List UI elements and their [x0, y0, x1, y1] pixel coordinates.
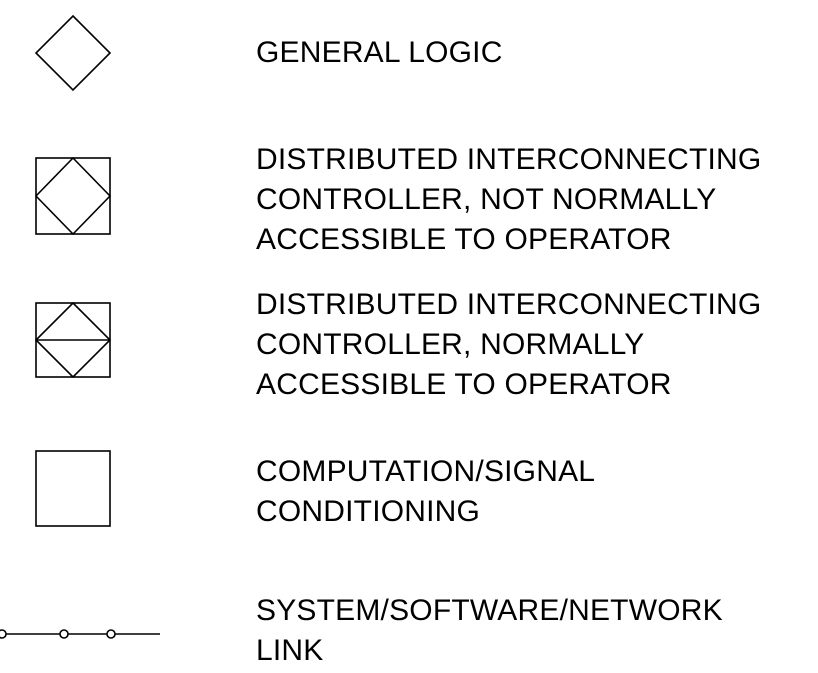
legend-label-dcs-accessible: DISTRIBUTED INTERCONNECTING CONTROLLER, …: [256, 288, 762, 401]
network-link-icon: [0, 629, 160, 639]
split-diamond-in-square-icon: [34, 301, 112, 379]
legend-item-dcs-accessible: DISTRIBUTED INTERCONNECTING CONTROLLER, …: [0, 278, 818, 408]
legend-item-dcs-not-accessible: DISTRIBUTED INTERCONNECTING CONTROLLER, …: [0, 130, 818, 260]
legend-item-computation: COMPUTATION/SIGNAL CONDITIONING: [0, 430, 818, 540]
legend-item-general-logic: GENERAL LOGIC: [0, 0, 818, 110]
square-icon: [35, 450, 111, 527]
diamond-icon: [34, 14, 112, 92]
diamond-in-square-icon: [34, 156, 112, 236]
legend-label-dcs-not-accessible: DISTRIBUTED INTERCONNECTING CONTROLLER, …: [256, 143, 762, 256]
legend-label-general-logic: GENERAL LOGIC: [256, 36, 503, 69]
legend-item-network-link: SYSTEM/SOFTWARE/NETWORK LINK: [0, 570, 818, 673]
legend-label-network-link: SYSTEM/SOFTWARE/NETWORK LINK: [256, 594, 723, 667]
legend-label-computation: COMPUTATION/SIGNAL CONDITIONING: [256, 455, 596, 528]
